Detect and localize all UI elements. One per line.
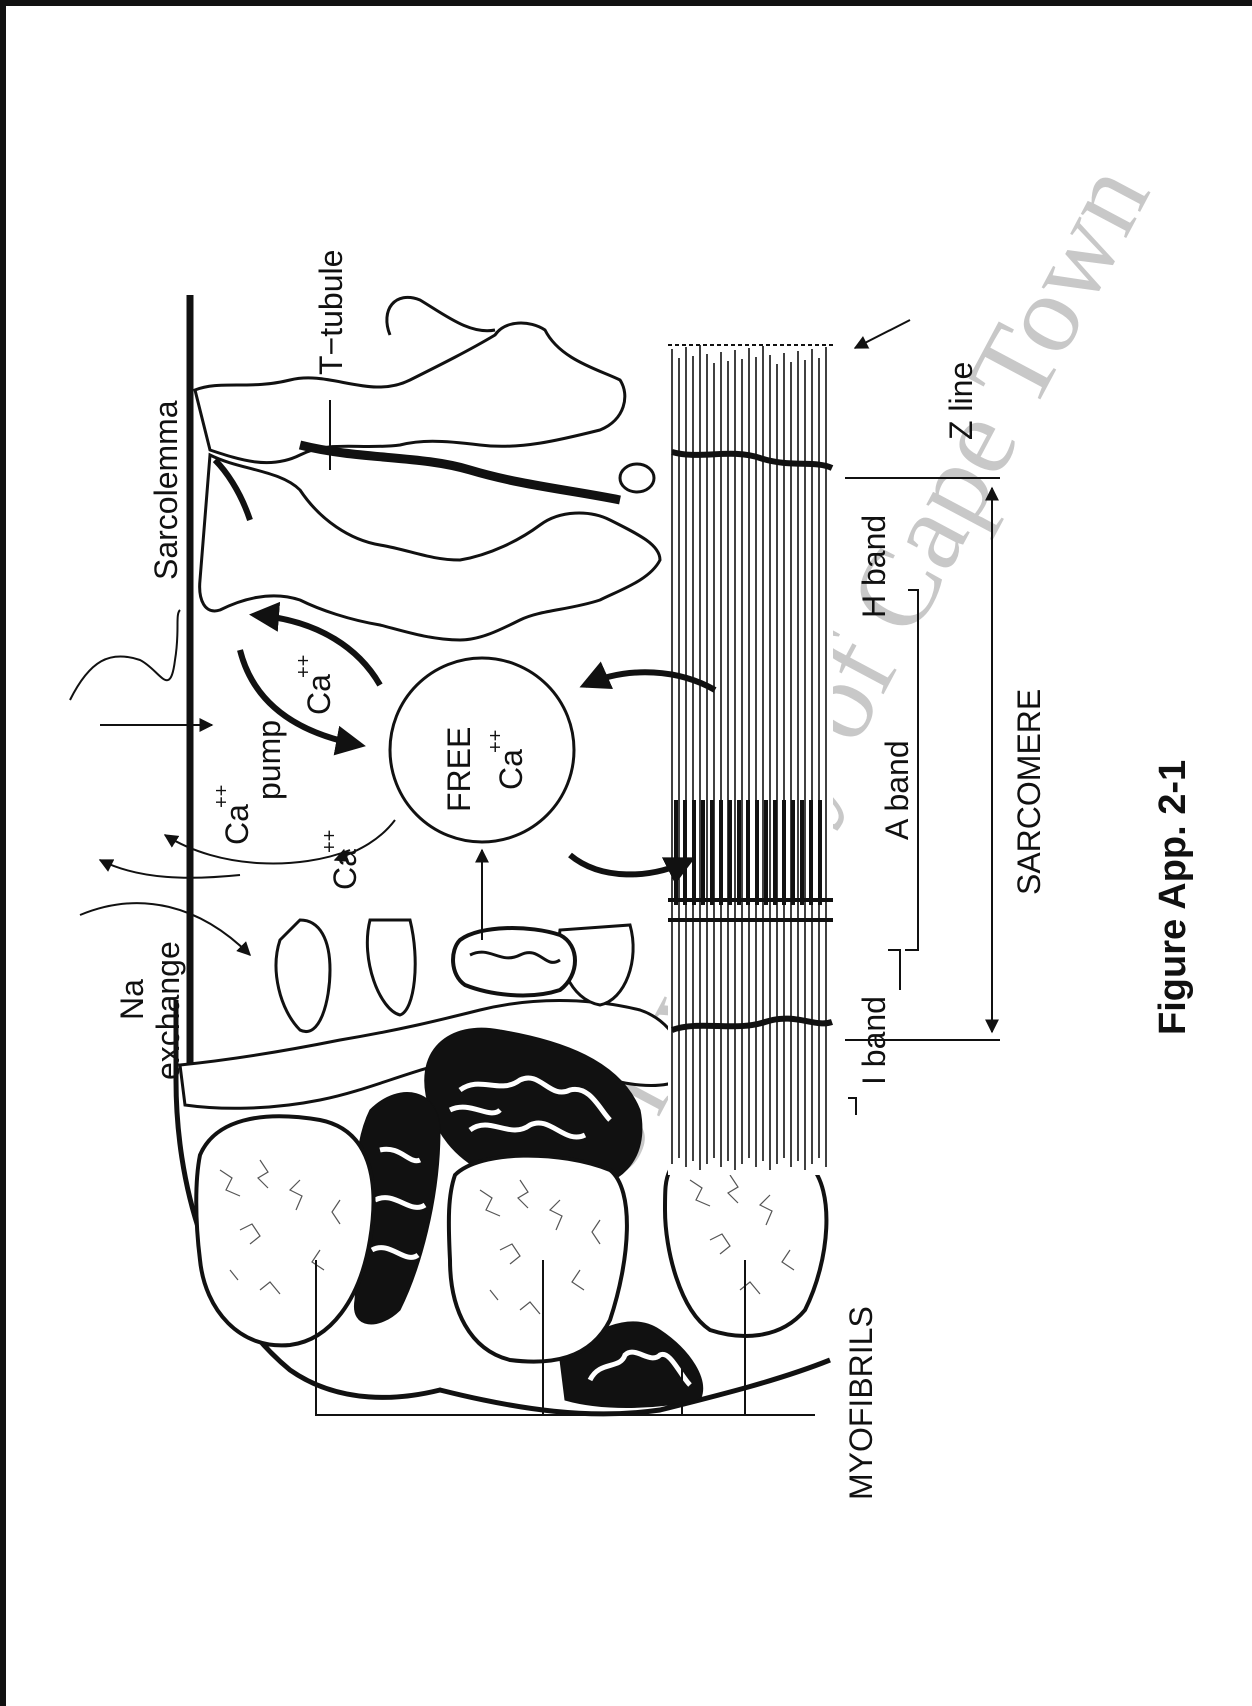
- ca-pump-charge-label: ++: [211, 785, 233, 808]
- mitochondrion-upper: [453, 928, 575, 995]
- myofibril-section-1: [196, 1116, 373, 1345]
- a-band-label: A band: [879, 740, 915, 840]
- i-band-upper-tick: [888, 950, 900, 990]
- ca-out-charge-label: ++: [319, 830, 341, 853]
- longitudinal-myofibril: [668, 345, 833, 1175]
- exchange-label: exchange: [150, 941, 186, 1080]
- h-band-label: H band: [856, 515, 892, 618]
- na-exchange-arrow-out: [100, 860, 240, 878]
- sarcomere-label: SARCOMERE: [1011, 689, 1047, 895]
- ca-cycle-ion-label: Ca: [301, 674, 337, 715]
- free-ca-charge-label: ++: [485, 730, 507, 753]
- ca-pump-ion-label: Ca: [219, 804, 255, 845]
- myofibrils-label: MYOFIBRILS: [843, 1306, 879, 1500]
- myofibril-section-2: [449, 1156, 627, 1362]
- figure-caption: Figure App. 2-1: [1152, 760, 1194, 1035]
- action-potential-trace: [70, 610, 180, 700]
- i-band-lower-tick: [848, 1098, 856, 1115]
- sarcolemma-label: Sarcolemma: [148, 400, 184, 580]
- na-label: Na: [114, 979, 150, 1020]
- free-label: FREE: [441, 727, 477, 812]
- sarcoplasmic-reticulum-top: [195, 297, 660, 640]
- z-line-arrow: [855, 320, 910, 348]
- ca-pump-word-label: pump: [251, 720, 287, 800]
- free-calcium-pool: [390, 658, 574, 842]
- ca-out-ion-label: Ca: [327, 849, 363, 890]
- i-band-label: I band: [856, 996, 892, 1085]
- free-calcium-circle: [390, 658, 574, 842]
- ca-cycle-charge-label: ++: [293, 655, 315, 678]
- free-ca-ion-label: Ca: [493, 749, 529, 790]
- z-line-label: Z line: [943, 362, 979, 440]
- t-tubule-label: T−tubule: [313, 250, 349, 375]
